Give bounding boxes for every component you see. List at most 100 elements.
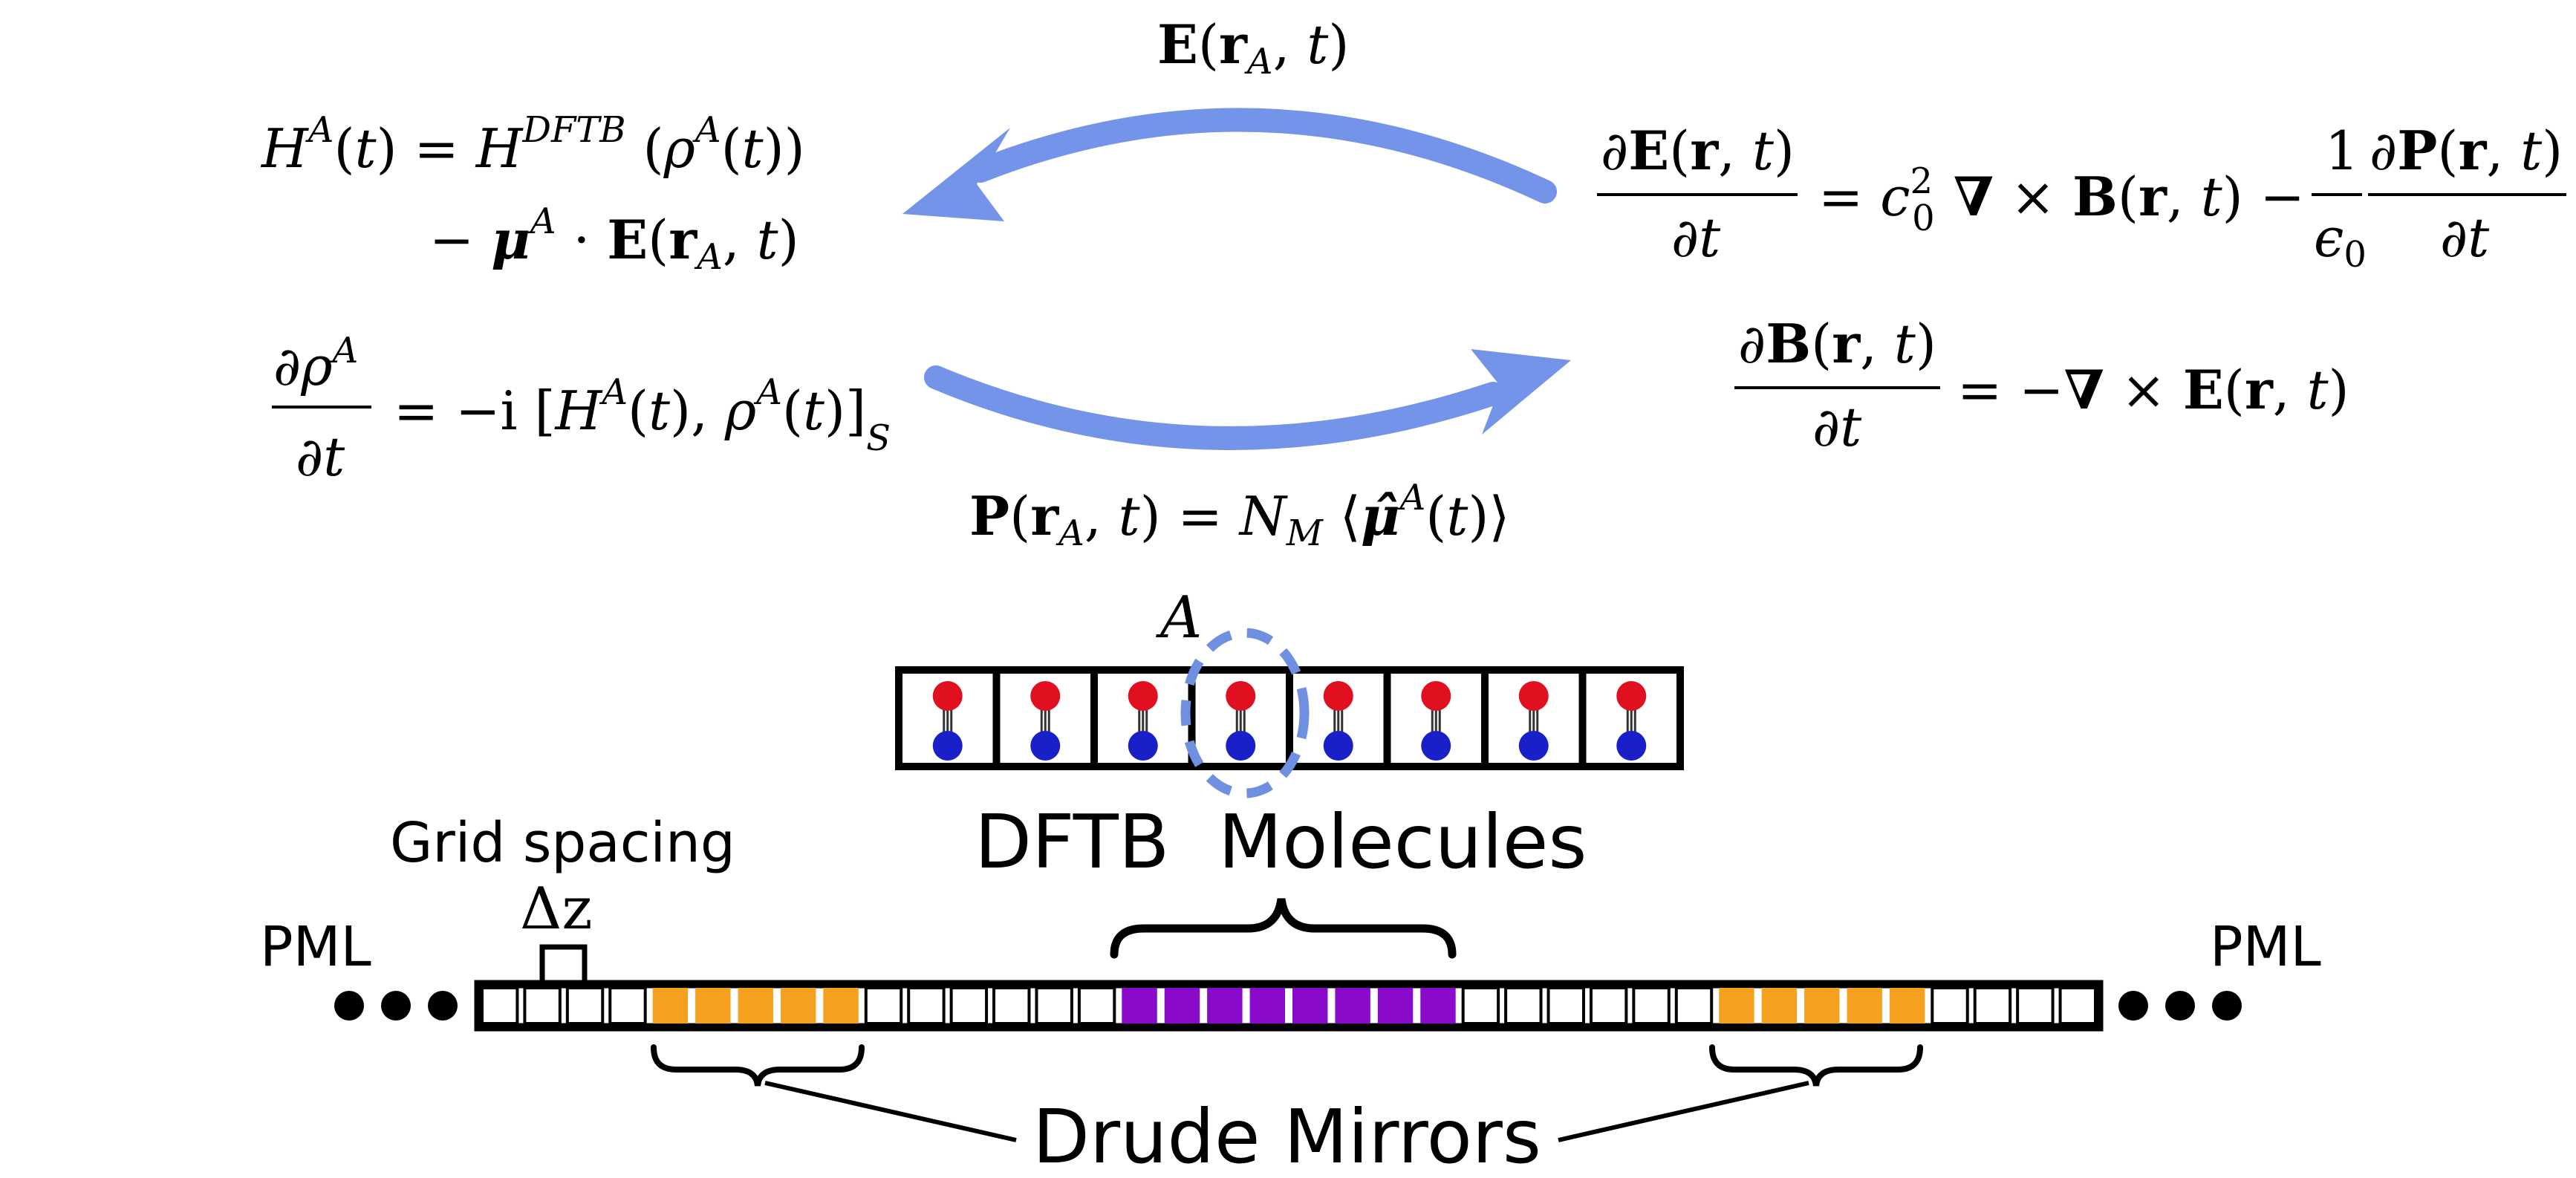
svg-text:HA(t) = HDFTB (ρA(t)): HA(t) = HDFTB (ρA(t)): [260, 109, 805, 180]
top-atom: [1518, 681, 1549, 711]
lower-arrow-shaft: [924, 365, 1505, 450]
molecules-brace: [1110, 898, 1457, 959]
grid-cell: [1249, 988, 1285, 1024]
pml-left-label: PML: [260, 915, 371, 979]
right-drude-pointer: [1558, 1081, 1809, 1142]
grid-cell: [652, 988, 689, 1024]
liouville-equation: ∂ρA ∂t = −i [HA(t), ρA(t)]S: [272, 330, 891, 488]
grid-cell: [1077, 986, 1116, 1025]
svg-text:E(rA, t): E(rA, t): [1157, 13, 1349, 82]
pml-left-dots: [334, 991, 458, 1021]
molecule-a-label: A: [1156, 585, 1202, 651]
molecule-cell: [1578, 666, 1684, 770]
pml-dot: [334, 991, 364, 1021]
svg-text:∂t: ∂t: [296, 426, 345, 488]
grid-cell: [823, 988, 859, 1024]
molecule-row: [895, 666, 1684, 770]
delta-z-label: Δz: [520, 876, 592, 943]
pml-dot: [428, 991, 458, 1021]
molecule-cell: [992, 666, 1098, 770]
grid-cell: [1889, 988, 1925, 1024]
top-atom: [1421, 681, 1451, 711]
grid-cell: [1973, 986, 2012, 1025]
svg-text:= −∇ × E(r, t): = −∇ × E(r, t): [1957, 358, 2349, 421]
grid-cell: [1461, 986, 1500, 1025]
svg-text:∂t: ∂t: [1812, 396, 1862, 458]
svg-text:∂P(r, t): ∂P(r, t): [2370, 119, 2563, 182]
pml-dot: [2118, 991, 2148, 1021]
upper-arrow-head: [902, 128, 1010, 221]
grid-cell: [992, 986, 1031, 1025]
dftb-label: DFTB: [975, 798, 1169, 885]
grid-cell: [2058, 986, 2097, 1025]
right-drude-brace: [1709, 1044, 1923, 1087]
svg-text:∂ρA: ∂ρA: [273, 330, 358, 397]
grid-cell: [1847, 988, 1882, 1024]
upper-arrow-shaft: [969, 108, 1557, 204]
polarization-equation: P(rA, t) = NM ⟨μ̂A(t)⟩: [969, 477, 1510, 554]
grid-cell: [1804, 988, 1840, 1024]
grid-spacing-bracket: [539, 944, 588, 984]
grid-cell: [695, 988, 731, 1024]
grid-cell: [1377, 988, 1414, 1024]
grid-cell: [565, 986, 605, 1025]
grid-cell: [864, 986, 903, 1025]
svg-text:P(rA, t) = NM ⟨μ̂A(t)⟩: P(rA, t) = NM ⟨μ̂A(t)⟩: [969, 477, 1510, 554]
grid-cell: [481, 986, 519, 1025]
molecule-cell: [1286, 666, 1391, 770]
pml-right-label: PML: [2210, 915, 2321, 979]
grid-cell: [1420, 988, 1456, 1024]
molecule-to-field-arrow: [924, 349, 1571, 450]
grid-cell: [1292, 988, 1328, 1024]
molecule-cell: [1090, 666, 1196, 770]
pml-dot: [2165, 991, 2195, 1021]
pml-right-dots: [2118, 991, 2242, 1021]
left-drude-pointer: [764, 1081, 1017, 1142]
left-drude-brace: [651, 1044, 865, 1087]
pml-dot: [2212, 991, 2242, 1021]
grid-cell: [1931, 986, 1969, 1025]
bottom-atom: [932, 731, 963, 761]
svg-text:∂B(r, t): ∂B(r, t): [1738, 312, 1936, 375]
bottom-atom: [1421, 731, 1451, 761]
bottom-atom: [1030, 731, 1061, 761]
bottom-atom: [1518, 731, 1549, 761]
grid-cell: [907, 986, 946, 1025]
grid-cell: [1546, 986, 1585, 1025]
grid-cell: [1035, 986, 1073, 1025]
svg-text:1: 1: [2325, 120, 2359, 182]
grid-cell: [1335, 988, 1370, 1024]
bottom-atom: [1616, 731, 1647, 761]
svg-text:∂E(r, t): ∂E(r, t): [1601, 119, 1795, 182]
molecule-cell: [895, 666, 1001, 770]
svg-text:ϵ0: ϵ0: [2314, 206, 2367, 276]
drude-mirrors-label: Drude Mirrors: [1032, 1093, 1541, 1178]
molecule-cell: [1383, 666, 1489, 770]
grid-cell: [1164, 988, 1200, 1024]
grid-cell: [1589, 986, 1628, 1025]
grid-cell: [738, 988, 773, 1024]
svg-text:∂t: ∂t: [2440, 206, 2490, 269]
grid-spacing-label: Grid spacing: [390, 811, 735, 875]
svg-text:= c20 ∇ × B(r, t) −: = c20 ∇ × B(r, t) −: [1818, 160, 2305, 239]
pml-dot: [381, 991, 411, 1021]
grid-cell: [608, 986, 647, 1025]
top-arrow-label: E(rA, t): [1157, 13, 1349, 82]
molecule-a-dashed-circle: [1180, 628, 1310, 798]
grid-cell: [1632, 986, 1671, 1025]
top-atom: [1616, 681, 1647, 711]
grid-cell: [1674, 986, 1714, 1025]
grid-cell: [1207, 988, 1243, 1024]
top-atom: [1128, 681, 1158, 711]
hamiltonian-equation: HA(t) = HDFTB (ρA(t)) − μA · E(rA, t): [260, 109, 805, 278]
bottom-atom: [1128, 731, 1158, 761]
svg-text:∂t: ∂t: [1671, 206, 1721, 269]
faraday-equation: ∂B(r, t) ∂t = −∇ × E(r, t): [1734, 312, 2349, 458]
svg-text:= −i [HA(t), ρA(t)]S: = −i [HA(t), ρA(t)]S: [394, 371, 891, 459]
simulation-grid: [474, 980, 2104, 1032]
molecule-cell: [1188, 666, 1293, 770]
grid-cell: [1761, 988, 1798, 1024]
bottom-atom: [1323, 731, 1353, 761]
